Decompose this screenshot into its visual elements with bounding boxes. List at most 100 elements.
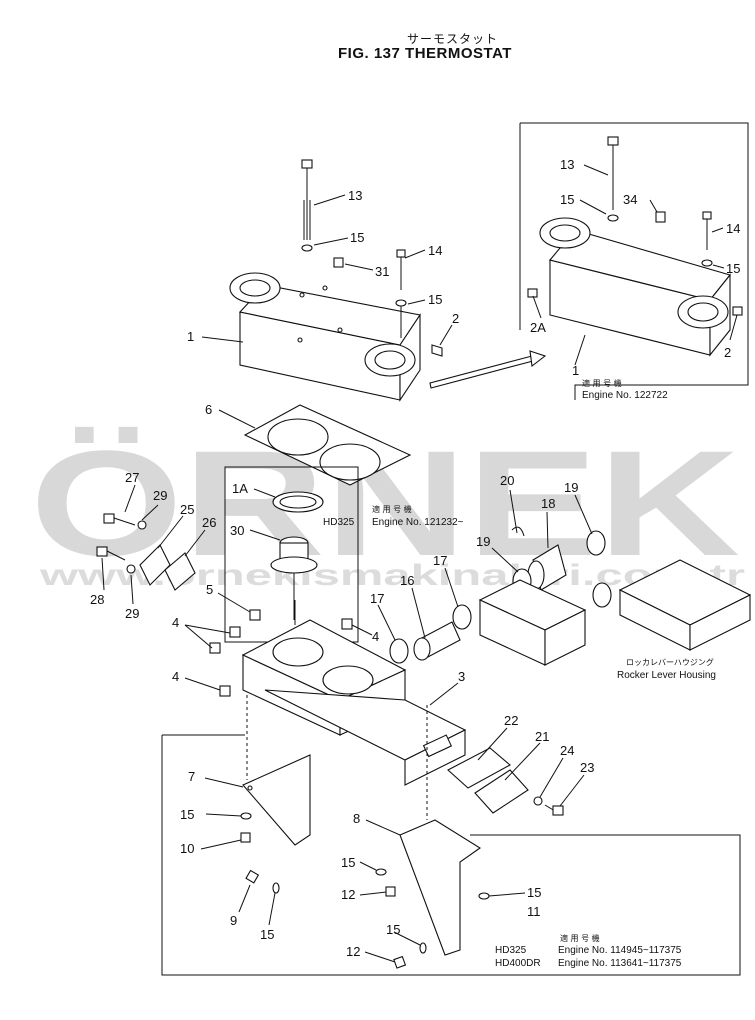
callout-12b: 12	[346, 944, 360, 959]
left-bolts-and-cover	[96, 513, 196, 591]
leader-lines	[101, 164, 738, 963]
inset-callout-14: 14	[726, 221, 740, 236]
callout-17: 17	[433, 553, 447, 568]
rocker-note: ロッカレバーハウジング Rocker Lever Housing	[617, 657, 716, 681]
inset-callout-2: 2	[724, 345, 731, 360]
callout-8: 8	[353, 811, 360, 826]
callout-15e: 15	[341, 855, 355, 870]
thermostat-housing-part-1	[229, 272, 421, 402]
rocker-note-en: Rocker Lever Housing	[617, 670, 716, 681]
inset-callout-1: 1	[572, 363, 579, 378]
rocker-lever-housing	[478, 559, 752, 666]
callouts-left-parts: 27 29 28 29 25 26 5 4 4 4	[90, 470, 379, 684]
inset-washer-15b	[701, 259, 713, 267]
callout-7: 7	[188, 769, 195, 784]
thermo-note-model: HD325	[323, 517, 355, 528]
bottom-note-model-2: HD400DR	[495, 958, 541, 969]
bolt-14-top	[396, 249, 406, 290]
callout-4: 4	[172, 615, 179, 630]
washer-15b	[395, 299, 407, 307]
callout-11: 11	[527, 904, 541, 919]
callout-15: 15	[350, 230, 364, 245]
bottom-note-model-1: HD325	[495, 945, 527, 956]
callout-5: 5	[206, 582, 213, 597]
callout-22: 22	[504, 713, 518, 728]
callouts-brackets: 7 15 10 9 15 8 15 12 15 11 12 15	[180, 769, 541, 959]
callout-25: 25	[180, 502, 194, 517]
plugs-4-5	[209, 609, 353, 697]
plug-2	[431, 344, 443, 357]
callout-10: 10	[180, 841, 194, 856]
callout-15b: 15	[428, 292, 442, 307]
bottom-note-jp: 適 用 号 機	[560, 933, 600, 943]
callout-15g: 15	[386, 922, 400, 937]
callout-16: 16	[400, 573, 414, 588]
lower-housing-part-3	[241, 619, 467, 786]
inset-note-jp: 適 用 号 機	[582, 378, 622, 388]
inset-callout-13: 13	[560, 157, 574, 172]
callout-15c: 15	[180, 807, 194, 822]
callout-31: 31	[375, 264, 389, 279]
callout-4c: 4	[172, 669, 179, 684]
bottom-note-engine-1: Engine No. 114945~117375	[558, 945, 682, 956]
callout-17b: 17	[370, 591, 384, 606]
callouts-inset-top: 13 15 34 14 15 2A 2 1	[530, 157, 740, 378]
callout-15d: 15	[260, 927, 274, 942]
bracket-part-7	[242, 754, 311, 846]
reference-arrow	[429, 350, 547, 389]
thermo-note-engine: Engine No. 121232~	[372, 517, 464, 528]
bolt-13-top	[301, 159, 313, 240]
callout-15f: 15	[527, 885, 541, 900]
callout-20: 20	[500, 473, 514, 488]
bracket-part-8	[399, 819, 481, 956]
bottom-note: 適 用 号 機 HD325 Engine No. 114945~117375 H…	[495, 933, 682, 969]
bottom-note-engine-2: Engine No. 113641~117375	[558, 958, 682, 969]
inset-washer-15	[607, 214, 619, 222]
callout-1: 1	[187, 329, 194, 344]
thermostat-detail-box	[224, 466, 359, 643]
figure-title: FIG. 137 THERMOSTAT	[338, 45, 512, 62]
callouts-pipes: 20 18 19 19 17 16 17 3	[370, 473, 578, 684]
cover-plate-21-22	[447, 747, 564, 816]
inset-callout-34: 34	[623, 192, 637, 207]
water-pipes	[389, 526, 606, 664]
callout-27: 27	[125, 470, 139, 485]
callout-13: 13	[348, 188, 362, 203]
inset-bolt-14	[702, 211, 712, 250]
small-hardware	[240, 812, 490, 969]
callouts-top-left: 13 15 14 31 15 2 1 6	[187, 188, 459, 417]
thermo-note-jp: 適 用 号 機	[372, 504, 412, 514]
callout-9: 9	[230, 913, 237, 928]
callout-18: 18	[541, 496, 555, 511]
callout-28: 28	[90, 592, 104, 607]
callout-19: 19	[564, 480, 578, 495]
inset-top-note: 適 用 号 機 Engine No. 122722	[582, 378, 668, 401]
inset-callout-2A: 2A	[530, 320, 546, 335]
inset-bolt-13	[607, 136, 619, 210]
callout-29: 29	[153, 488, 167, 503]
washer-15	[301, 244, 313, 252]
inset-housing-part-1	[539, 217, 731, 357]
callout-3: 3	[458, 669, 465, 684]
plug-31	[333, 257, 344, 268]
callouts-cover: 22 21 24 23	[504, 713, 594, 775]
gasket-part-6	[243, 404, 412, 486]
callout-23: 23	[580, 760, 594, 775]
callout-21: 21	[535, 729, 549, 744]
callouts-thermostat: 1A 30 適 用 号 機 HD325 Engine No. 121232~	[230, 481, 464, 538]
title-japanese: サーモスタット	[407, 32, 499, 46]
callout-2: 2	[452, 311, 459, 326]
inset-plug-2A	[527, 288, 538, 298]
inset-callout-15b: 15	[726, 261, 740, 276]
inset-frame-top	[519, 122, 749, 400]
inset-callout-15: 15	[560, 192, 574, 207]
inset-plug-34	[655, 211, 666, 223]
inset-plug-2	[732, 306, 743, 316]
callout-19b: 19	[476, 534, 490, 549]
callout-24: 24	[560, 743, 574, 758]
callout-30: 30	[230, 523, 244, 538]
callout-12: 12	[341, 887, 355, 902]
callout-6: 6	[205, 402, 212, 417]
